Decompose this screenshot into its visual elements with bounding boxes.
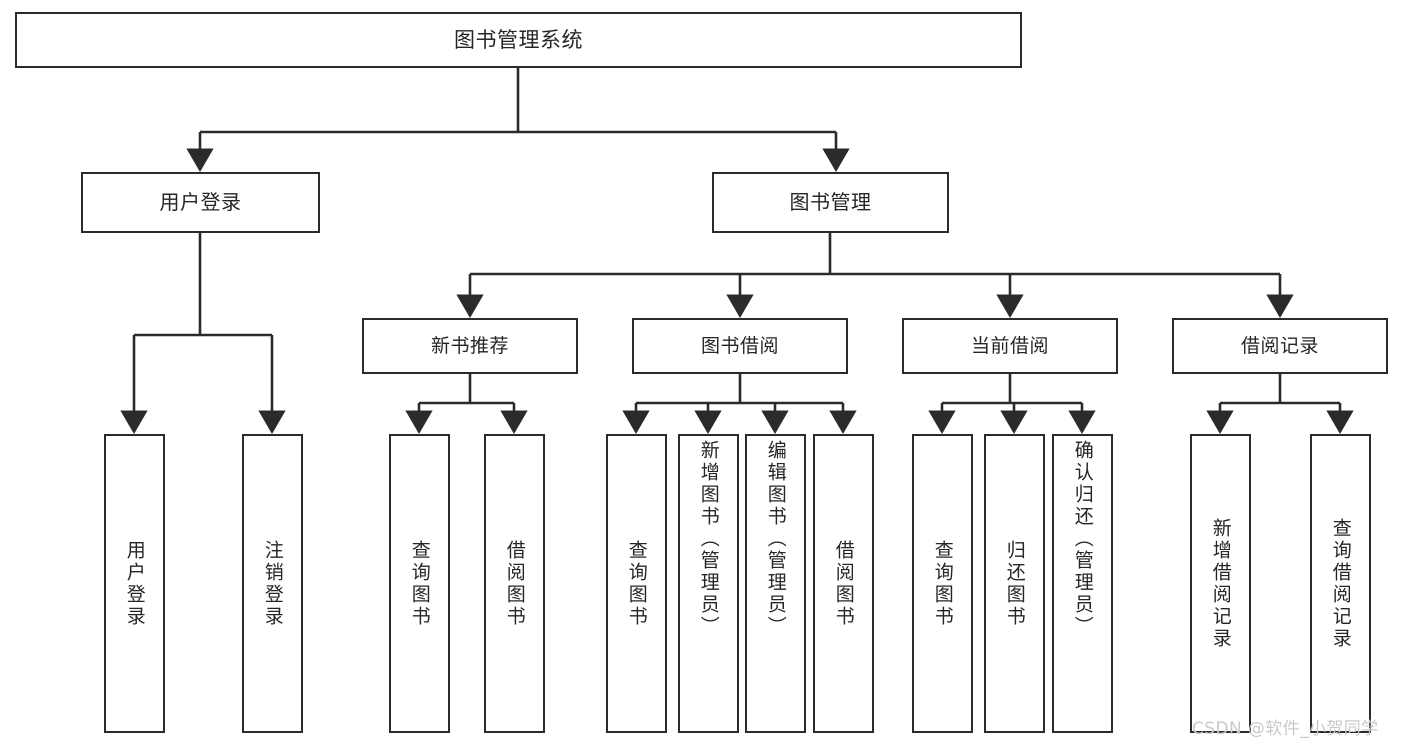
node-label: 当前借阅 [970, 334, 1049, 357]
leaf-add-book-admin[interactable]: 新增图书（管理员） [678, 434, 739, 733]
node-label: 查询图书 [931, 539, 954, 628]
node-book-management[interactable]: 图书管理 [712, 172, 949, 233]
leaf-logout[interactable]: 注销登录 [242, 434, 303, 733]
leaf-confirm-return-admin[interactable]: 确认归还（管理员） [1052, 434, 1113, 733]
node-label: 图书借阅 [700, 334, 779, 357]
leaf-return-book[interactable]: 归还图书 [984, 434, 1045, 733]
node-label: 借阅图书 [503, 539, 526, 628]
leaf-edit-book-admin[interactable]: 编辑图书（管理员） [745, 434, 806, 733]
node-label: 新书推荐 [430, 334, 509, 357]
node-label: 借阅记录 [1240, 334, 1319, 357]
leaf-borrow-book[interactable]: 借阅图书 [813, 434, 874, 733]
node-user-login[interactable]: 用户登录 [81, 172, 320, 233]
leaf-add-borrow-record[interactable]: 新增借阅记录 [1190, 434, 1251, 733]
leaf-query-borrow-record[interactable]: 查询借阅记录 [1310, 434, 1371, 733]
leaf-borrow-book-newbook[interactable]: 借阅图书 [484, 434, 545, 733]
leaf-query-book-newbook[interactable]: 查询图书 [389, 434, 450, 733]
node-label: 查询图书 [625, 539, 648, 628]
node-label: 新增借阅记录 [1209, 517, 1232, 650]
leaf-user-login[interactable]: 用户登录 [104, 434, 165, 733]
node-label: 新增图书（管理员） [697, 440, 720, 638]
leaf-query-book-current[interactable]: 查询图书 [912, 434, 973, 733]
node-book-borrow[interactable]: 图书借阅 [632, 318, 848, 374]
node-borrow-records[interactable]: 借阅记录 [1172, 318, 1388, 374]
node-label: 确认归还（管理员） [1071, 440, 1094, 638]
node-label: 图书管理 [789, 189, 872, 214]
node-label: 归还图书 [1003, 539, 1026, 628]
node-label: 用户登录 [159, 189, 242, 214]
node-current-borrow[interactable]: 当前借阅 [902, 318, 1118, 374]
node-new-book-recommend[interactable]: 新书推荐 [362, 318, 578, 374]
node-label: 注销登录 [261, 539, 284, 628]
node-label: 图书管理系统 [454, 27, 583, 52]
csdn-watermark: CSDN @软件_小贺同学 [1192, 719, 1379, 739]
node-root-system[interactable]: 图书管理系统 [15, 12, 1022, 68]
node-label: 编辑图书（管理员） [764, 440, 787, 638]
node-label: 查询借阅记录 [1329, 517, 1352, 650]
node-label: 用户登录 [123, 539, 146, 628]
node-label: 借阅图书 [832, 539, 855, 628]
leaf-query-book-borrow[interactable]: 查询图书 [606, 434, 667, 733]
node-label: 查询图书 [408, 539, 431, 628]
